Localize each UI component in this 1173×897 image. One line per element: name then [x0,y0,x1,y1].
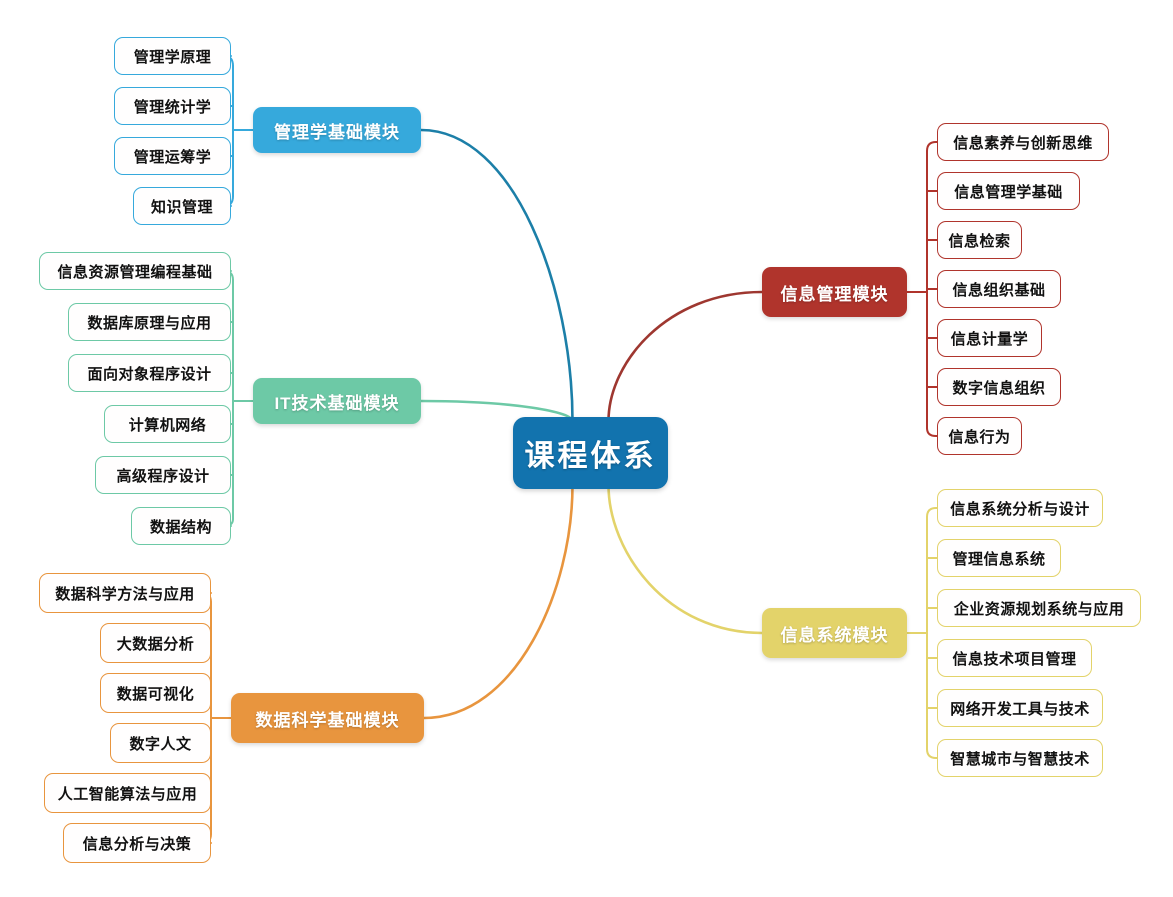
leaf-node-datascience-0[interactable]: 数据科学方法与应用 [39,573,211,613]
leaf-node-it-1-label: 数据库原理与应用 [87,314,212,332]
leaf-node-infosystem-5-label: 智慧城市与智慧技术 [950,750,1090,768]
leaf-node-infomanagement-3[interactable]: 信息组织基础 [937,270,1061,308]
leaf-node-it-5-label: 数据结构 [149,518,212,536]
leaf-node-datascience-1-label: 大数据分析 [116,635,195,653]
leaf-node-infosystem-4[interactable]: 网络开发工具与技术 [937,689,1103,727]
module-node-infomanagement-label: 信息管理模块 [780,284,889,304]
leaf-node-it-2-label: 面向对象程序设计 [87,365,212,383]
module-node-infomanagement[interactable]: 信息管理模块 [762,267,907,317]
module-node-datascience-label: 数据科学基础模块 [255,710,400,730]
leaf-node-management-2[interactable]: 管理运筹学 [114,137,231,175]
leaf-node-infomanagement-4[interactable]: 信息计量学 [937,319,1042,357]
leaf-node-datascience-2-label: 数据可视化 [116,685,195,703]
leaf-node-infomanagement-1[interactable]: 信息管理学基础 [937,172,1080,210]
root-node-course-system[interactable]: 课程体系 [513,417,668,489]
leaf-node-it-3[interactable]: 计算机网络 [104,405,231,443]
leaf-node-infomanagement-2[interactable]: 信息检索 [937,221,1022,259]
leaf-node-it-3-label: 计算机网络 [128,416,207,434]
leaf-node-it-0[interactable]: 信息资源管理编程基础 [39,252,231,290]
module-node-infosystem-label: 信息系统模块 [780,625,889,645]
module-node-it[interactable]: IT技术基础模块 [253,378,421,424]
leaf-node-infomanagement-5[interactable]: 数字信息组织 [937,368,1061,406]
module-node-infosystem[interactable]: 信息系统模块 [762,608,907,658]
leaf-node-management-0[interactable]: 管理学原理 [114,37,231,75]
leaf-node-infomanagement-0-label: 信息素养与创新思维 [953,134,1093,152]
leaf-node-infosystem-1-label: 管理信息系统 [952,550,1046,568]
leaf-node-infomanagement-1-label: 信息管理学基础 [954,183,1063,201]
leaf-node-infosystem-0[interactable]: 信息系统分析与设计 [937,489,1103,527]
leaf-node-it-0-label: 信息资源管理编程基础 [57,263,213,281]
leaf-node-infomanagement-6[interactable]: 信息行为 [937,417,1022,455]
leaf-node-it-2[interactable]: 面向对象程序设计 [68,354,231,392]
leaf-node-infomanagement-2-label: 信息检索 [948,232,1011,250]
leaf-node-management-1-label: 管理统计学 [133,98,212,116]
leaf-node-datascience-0-label: 数据科学方法与应用 [55,585,195,603]
leaf-node-infosystem-4-label: 网络开发工具与技术 [950,700,1090,718]
leaf-node-datascience-4[interactable]: 人工智能算法与应用 [44,773,211,813]
leaf-node-datascience-3-label: 数字人文 [129,735,192,753]
leaf-node-it-4-label: 高级程序设计 [116,467,210,485]
leaf-node-datascience-5[interactable]: 信息分析与决策 [63,823,211,863]
module-node-management-label: 管理学基础模块 [274,122,400,142]
leaf-node-infomanagement-3-label: 信息组织基础 [952,281,1046,299]
leaf-node-datascience-3[interactable]: 数字人文 [110,723,211,763]
leaf-node-datascience-4-label: 人工智能算法与应用 [57,785,198,803]
leaf-node-it-1[interactable]: 数据库原理与应用 [68,303,231,341]
leaf-node-infosystem-2-label: 企业资源规划系统与应用 [953,600,1125,618]
leaf-node-it-5[interactable]: 数据结构 [131,507,231,545]
leaf-node-datascience-1[interactable]: 大数据分析 [100,623,211,663]
leaf-node-infosystem-1[interactable]: 管理信息系统 [937,539,1061,577]
leaf-node-infosystem-5[interactable]: 智慧城市与智慧技术 [937,739,1103,777]
root-node-course-system-label: 课程体系 [524,440,657,473]
leaf-node-it-4[interactable]: 高级程序设计 [95,456,231,494]
leaf-node-management-3-label: 知识管理 [150,198,213,216]
leaf-node-management-2-label: 管理运筹学 [133,148,212,166]
leaf-node-infomanagement-6-label: 信息行为 [948,428,1011,446]
module-node-management[interactable]: 管理学基础模块 [253,107,421,153]
module-node-datascience[interactable]: 数据科学基础模块 [231,693,424,743]
leaf-node-infosystem-2[interactable]: 企业资源规划系统与应用 [937,589,1141,627]
leaf-node-datascience-2[interactable]: 数据可视化 [100,673,211,713]
module-node-it-label: IT技术基础模块 [274,393,400,413]
leaf-node-management-0-label: 管理学原理 [133,48,212,66]
leaf-node-infosystem-3-label: 信息技术项目管理 [952,650,1077,668]
leaf-node-datascience-5-label: 信息分析与决策 [82,835,192,853]
leaf-node-infosystem-0-label: 信息系统分析与设计 [950,500,1090,518]
leaf-node-infomanagement-4-label: 信息计量学 [950,330,1029,348]
leaf-node-management-1[interactable]: 管理统计学 [114,87,231,125]
leaf-node-infomanagement-5-label: 数字信息组织 [952,379,1046,397]
leaf-node-management-3[interactable]: 知识管理 [133,187,231,225]
leaf-node-infosystem-3[interactable]: 信息技术项目管理 [937,639,1092,677]
leaf-node-infomanagement-0[interactable]: 信息素养与创新思维 [937,123,1109,161]
